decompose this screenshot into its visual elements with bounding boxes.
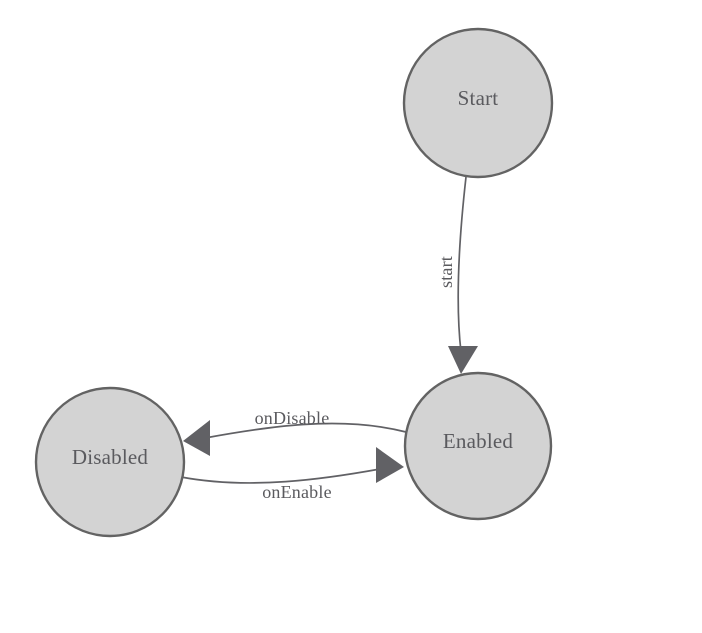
node-start-circle[interactable]	[402, 27, 554, 179]
edge-label-start: start	[436, 256, 456, 288]
nodes-layer: Start Enabled Disabled	[34, 27, 554, 538]
arrowhead-into-enabled-2-icon	[376, 447, 404, 483]
edges-layer	[180, 176, 478, 484]
arrowhead-into-disabled-icon	[183, 420, 210, 456]
edge-path-onenable	[180, 468, 381, 484]
edge-label-ondisable: onDisable	[255, 408, 330, 428]
edge-label-onenable: onEnable	[262, 482, 332, 502]
edge-path-ondisable	[204, 422, 407, 439]
node-disabled-circle[interactable]	[34, 386, 186, 538]
node-start[interactable]: Start	[402, 27, 554, 179]
node-disabled-label: Disabled	[72, 445, 149, 469]
node-enabled-circle[interactable]	[403, 371, 553, 521]
node-enabled-label: Enabled	[443, 429, 514, 453]
edge-enabled-to-disabled[interactable]	[183, 420, 407, 456]
edge-disabled-to-enabled[interactable]	[180, 447, 404, 484]
arrowhead-into-enabled-icon	[448, 346, 478, 374]
node-disabled[interactable]: Disabled	[34, 386, 186, 538]
node-start-label: Start	[458, 86, 499, 110]
edge-path-start	[457, 176, 467, 353]
node-enabled[interactable]: Enabled	[403, 371, 553, 521]
edge-start-to-enabled[interactable]	[448, 176, 478, 374]
edge-labels-layer: start onDisable onEnable	[255, 256, 457, 502]
